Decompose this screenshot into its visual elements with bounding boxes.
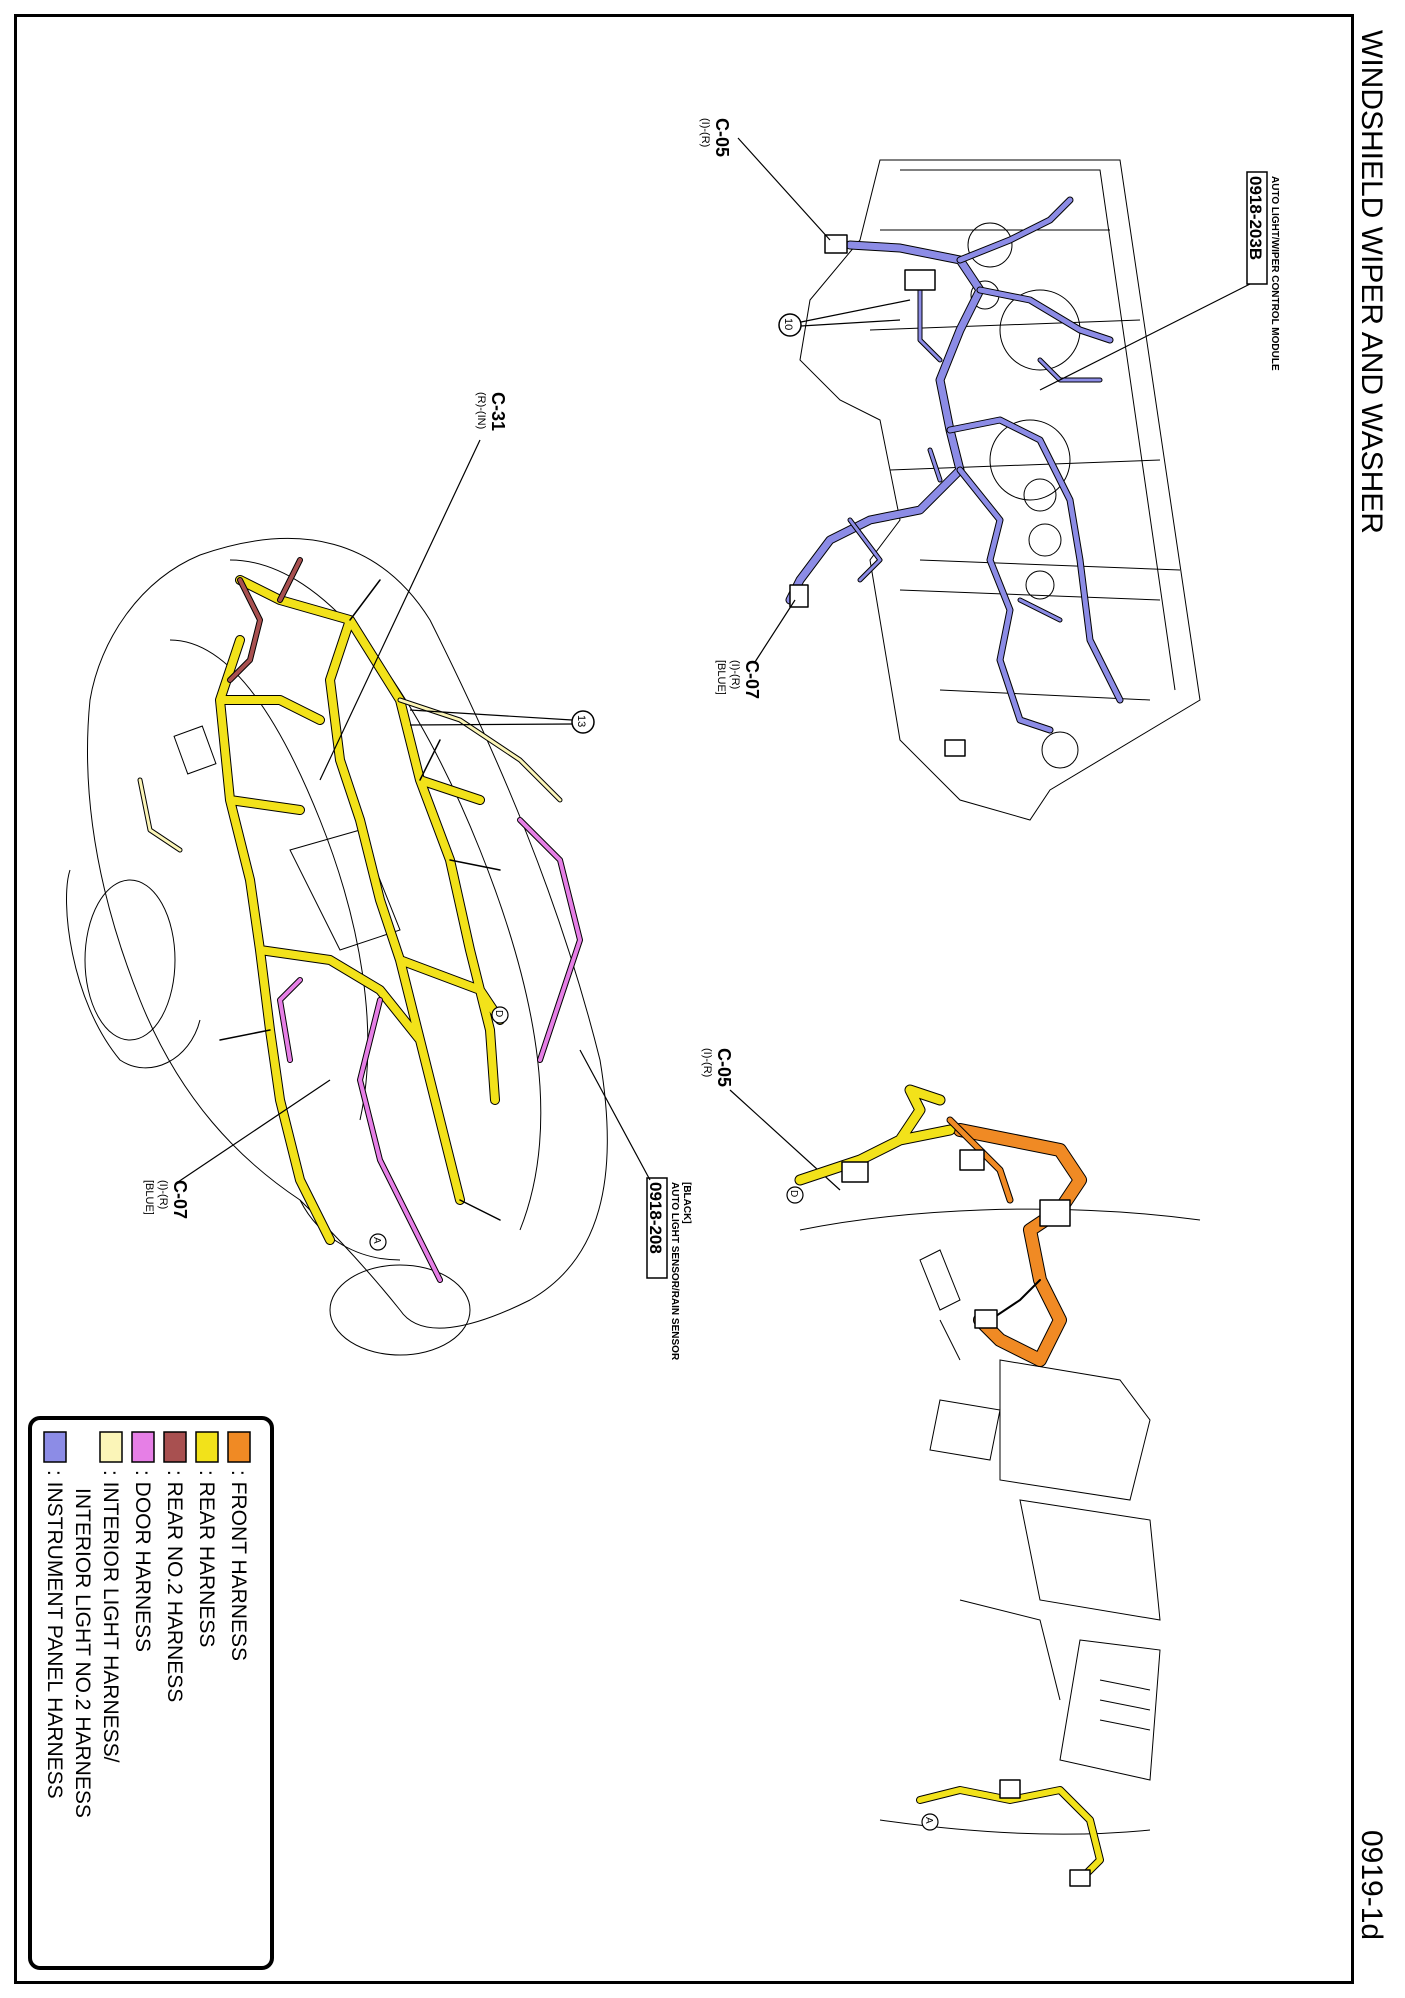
svg-text:C-31: C-31	[488, 392, 508, 431]
point-marker-a2: A	[921, 1813, 939, 1831]
callout-circle-13: 13	[409, 709, 595, 734]
legend-item: : DOOR HARNESS	[131, 1431, 155, 1652]
legend-label: : INSTRUMENT PANEL HARNESS	[43, 1470, 66, 1799]
svg-text:[BLUE]: [BLUE]	[143, 1180, 155, 1215]
svg-text:(R)-(IN): (R)-(IN)	[475, 392, 487, 429]
svg-text:(I)-(R): (I)-(R)	[699, 118, 711, 147]
svg-text:0918-208: 0918-208	[646, 1182, 665, 1254]
page-title: WINDSHIELD WIPER AND WASHER	[1355, 30, 1388, 534]
svg-text:AUTO LIGHT SENSOR/RAIN SENSOR: AUTO LIGHT SENSOR/RAIN SENSOR	[669, 1182, 680, 1361]
svg-text:AUTO LIGHT/WIPER CONTROL MODUL: AUTO LIGHT/WIPER CONTROL MODULE	[1269, 176, 1280, 371]
vehicle-harness	[137, 557, 583, 1283]
svg-text:C-05: C-05	[712, 118, 732, 157]
svg-text:C-07: C-07	[170, 1180, 190, 1219]
legend-label: : REAR HARNESS	[195, 1470, 218, 1647]
callout-circle-10: 10	[778, 299, 911, 337]
legend: : FRONT HARNESS : REAR HARNESS : REAR NO.2…	[28, 1416, 274, 1970]
floor-view	[799, 1208, 1201, 1835]
svg-text:C-07: C-07	[742, 660, 762, 699]
instrument-panel-view	[799, 159, 1201, 821]
label-sensor: 0918-208 AUTO LIGHT SENSOR/RAIN SENSOR […	[579, 1049, 692, 1361]
svg-text:(I)-(R): (I)-(R)	[729, 660, 741, 689]
svg-text:C-05: C-05	[714, 1048, 734, 1087]
legend-label: INTERIOR LIGHT NO.2 HARNESS	[71, 1488, 94, 1818]
label-c31: C-31 (R)-(IN)	[319, 392, 508, 781]
floor-harness	[794, 1084, 1104, 1887]
svg-text:0918-203B: 0918-203B	[1246, 176, 1265, 260]
legend-item: : REAR NO.2 HARNESS	[163, 1431, 187, 1702]
point-marker-d2: D	[786, 1186, 804, 1204]
page-frame	[14, 14, 1354, 1984]
legend-item: : FRONT HARNESS	[227, 1431, 251, 1661]
legend-label: : INTERIOR LIGHT HARNESS/	[99, 1470, 122, 1763]
svg-text:(I)-(R): (I)-(R)	[701, 1048, 713, 1077]
point-marker-d1: D	[491, 1006, 509, 1024]
svg-text:D: D	[788, 1190, 799, 1197]
legend-label: : REAR NO.2 HARNESS	[163, 1470, 186, 1702]
legend-swatch	[131, 1431, 155, 1463]
svg-text:A: A	[371, 1237, 382, 1244]
svg-text:D: D	[493, 1010, 504, 1017]
legend-item: : REAR HARNESS	[195, 1431, 219, 1647]
label-c07-bottom: C-07 (I)-(R) [BLUE]	[143, 1079, 331, 1219]
legend-label: : DOOR HARNESS	[131, 1470, 154, 1652]
legend-item: : INSTRUMENT PANEL HARNESS	[43, 1431, 67, 1799]
instrument-panel-harness	[785, 196, 1124, 757]
svg-text:13: 13	[575, 715, 587, 727]
label-c07-top: C-07 (I)-(R) [BLUE]	[715, 599, 796, 699]
svg-text:[BLUE]: [BLUE]	[715, 660, 727, 695]
svg-text:A: A	[923, 1817, 934, 1824]
legend-swatch	[195, 1431, 219, 1463]
svg-text:(I)-(R): (I)-(R)	[157, 1180, 169, 1209]
point-marker-a1: A	[369, 1233, 387, 1251]
svg-text:[BLACK]: [BLACK]	[681, 1182, 692, 1224]
legend-swatch	[99, 1431, 123, 1463]
legend-swatch	[163, 1431, 187, 1463]
legend-swatch	[43, 1431, 67, 1463]
label-c05-top: C-05 (I)-(R)	[699, 118, 831, 241]
label-module: 0918-203B AUTO LIGHT/WIPER CONTROL MODUL…	[1039, 171, 1280, 391]
vehicle-body-view	[66, 538, 608, 1356]
legend-item: INTERIOR LIGHT NO.2 HARNESS	[71, 1488, 94, 1818]
legend-item: : INTERIOR LIGHT HARNESS/	[99, 1431, 123, 1763]
legend-swatch	[227, 1431, 251, 1463]
svg-text:10: 10	[782, 318, 794, 330]
legend-label: : FRONT HARNESS	[227, 1470, 250, 1661]
page-number: 0919-1d	[1355, 1830, 1388, 1940]
